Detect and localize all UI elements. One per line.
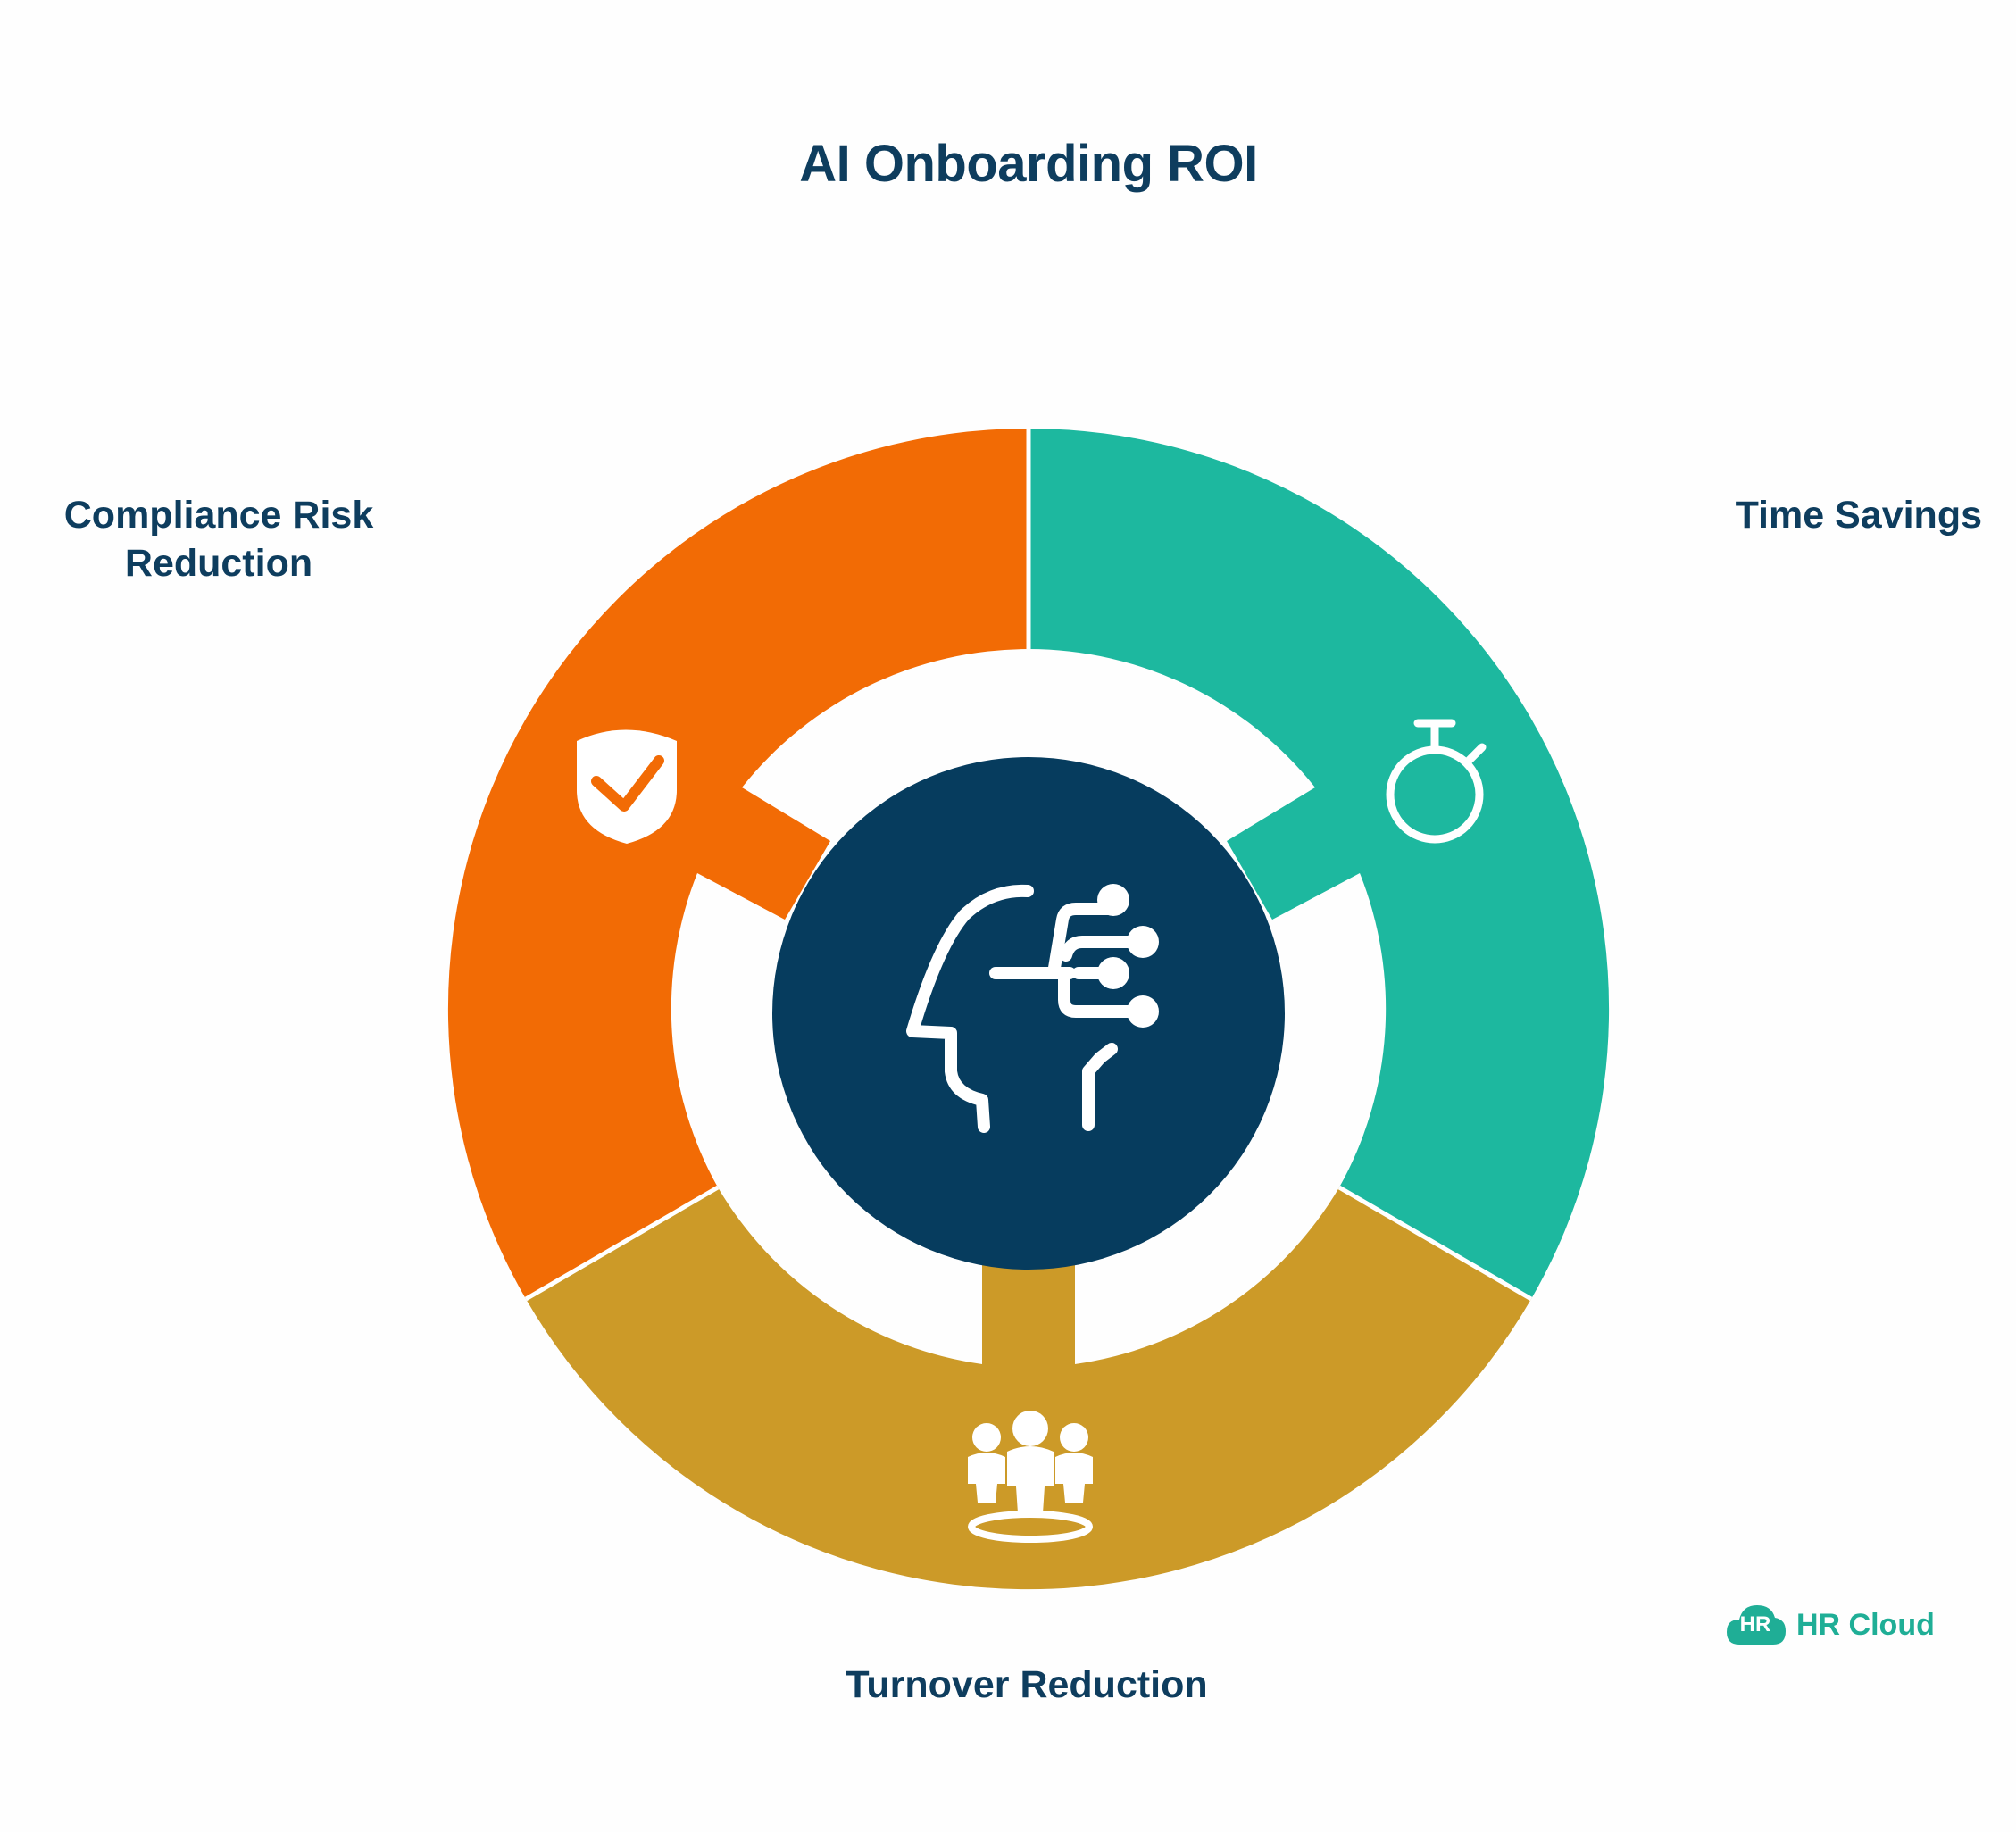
stopwatch-icon [1386,719,1487,844]
center-circle [772,757,1285,1270]
segment-compliance-risk-reduction [447,429,1029,1299]
label-time-savings: Time Savings [1735,494,1982,537]
hr-cloud-logo: HR HR Cloud [1723,1598,1935,1652]
ai-node-dots [1097,884,1159,1028]
segment-dividers [524,427,1533,1302]
shield-check-icon [577,729,677,844]
label-turnover-reduction: Turnover Reduction [846,1663,1208,1706]
segment-turnover-reduction [526,1187,1531,1590]
logo-text: HR Cloud [1796,1607,1935,1642]
ai-head-icon [906,884,1149,1133]
team-group-icon [968,1411,1093,1543]
cloud-icon: HR [1723,1598,1787,1652]
segment-time-savings [1029,429,1610,1299]
label-compliance-risk-reduction: Compliance Risk Reduction [63,494,374,585]
page-title: AI Onboarding ROI [799,135,1258,193]
